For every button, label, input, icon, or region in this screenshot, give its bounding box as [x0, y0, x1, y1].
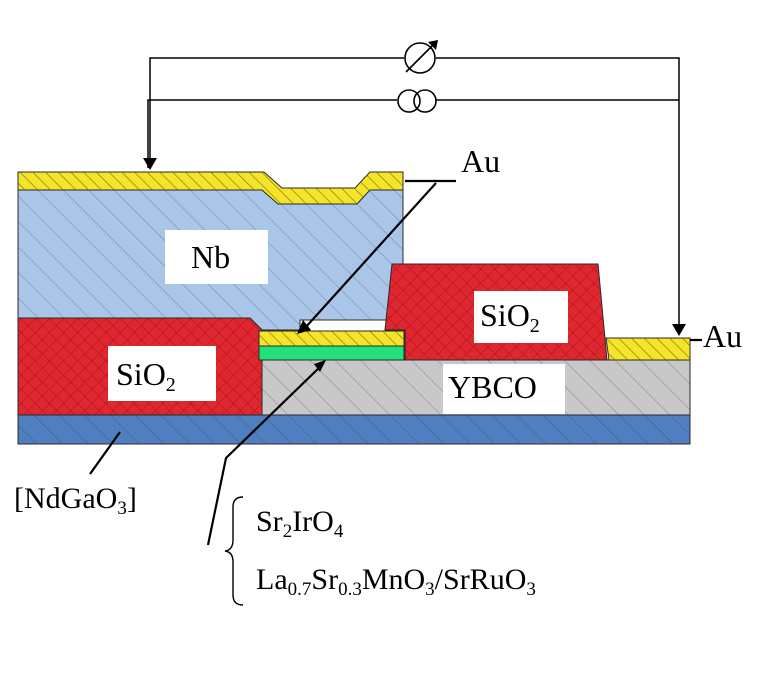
- inner-wire-left: [147, 99, 397, 168]
- au-right-hatch: [606, 338, 690, 360]
- ybco-label: YBCO: [448, 369, 537, 405]
- substrate-pointer: [89, 431, 121, 475]
- interlayer-arrow: [314, 360, 326, 372]
- pointer-lines: [89, 179, 702, 546]
- sio2-left-label: SiO2: [116, 356, 176, 396]
- wire-arrow-left: [143, 158, 157, 170]
- outer-wire-left: [149, 57, 404, 168]
- interlayer-pointer: [206, 364, 323, 546]
- sio2-left-label-box: [108, 346, 216, 401]
- interlayer-label-2: La0.7Sr0.3MnO3/SrRuO3: [256, 563, 536, 600]
- nb-label-box: [165, 230, 268, 284]
- current-source-icon: [397, 89, 437, 113]
- interlayer: [258, 345, 405, 361]
- circuit: [147, 57, 680, 330]
- au-junction-arrow: [297, 320, 311, 334]
- substrate-hatch: [18, 415, 690, 444]
- brace: [224, 496, 244, 606]
- voltmeter-icon: [404, 40, 438, 74]
- au-top-label: Au: [461, 143, 500, 179]
- ybco-label-box: [443, 364, 565, 414]
- wire-arrow-right: [672, 324, 686, 336]
- au-junction-pointer: [304, 182, 437, 329]
- au-junction-hatch: [259, 331, 404, 346]
- sio2-right-label-box: [474, 291, 568, 343]
- au-top-hatch: [18, 172, 403, 204]
- interlayer-label-1: Sr2IrO4: [256, 505, 344, 542]
- sio2-right-label: SiO2: [480, 297, 540, 337]
- au-right-label: Au: [703, 318, 742, 354]
- substrate-label: [NdGaO3]: [14, 482, 137, 519]
- nb-label: Nb: [191, 239, 230, 275]
- outer-wire-right: [436, 57, 680, 330]
